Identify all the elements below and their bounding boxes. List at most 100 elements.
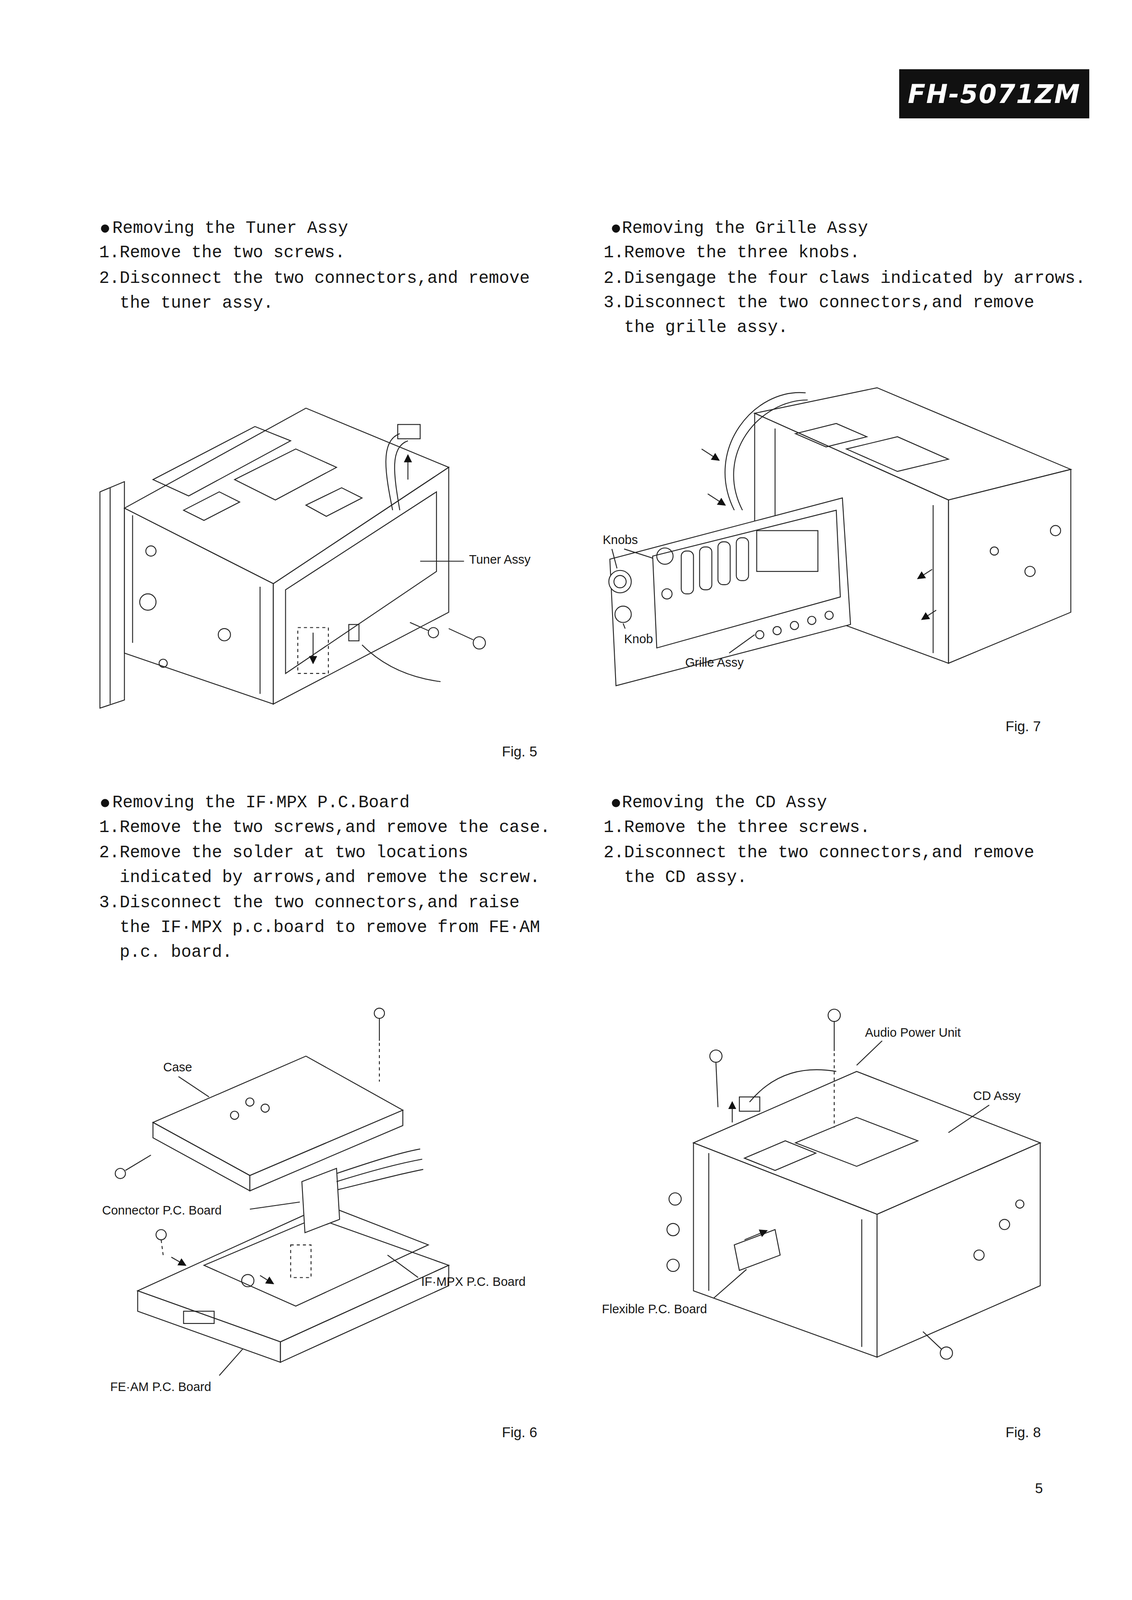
drawing-line — [125, 1154, 152, 1171]
drawing-line — [285, 491, 437, 674]
part-label: Knobs — [602, 532, 638, 547]
instruction-text: 2.Disconnect the two connectors,and remo… — [603, 840, 1051, 890]
drawing-line — [932, 504, 934, 653]
drawing-line — [234, 448, 337, 500]
figure-7 — [608, 387, 1071, 686]
part-label: Tuner Assy — [469, 551, 531, 567]
page-number: 5 — [1035, 1479, 1043, 1496]
drawing-line — [397, 424, 421, 439]
drawing-line — [608, 570, 632, 593]
drawing-line — [394, 440, 408, 511]
instruction-text: Removing the Grille Assy — [621, 216, 869, 241]
drawing-line — [921, 609, 936, 619]
drawing-line — [152, 426, 291, 496]
drawing-line — [701, 448, 720, 461]
instruction-text: 3.Disconnect the two connectors,and remo… — [603, 290, 1051, 341]
drawing-line — [158, 658, 168, 667]
drawing-line — [152, 1122, 250, 1191]
drawing-line — [249, 1201, 300, 1209]
drawing-line — [833, 1020, 835, 1051]
drawing-line — [183, 491, 240, 521]
drawing-line — [923, 1331, 942, 1349]
drawing-line — [773, 626, 782, 635]
instruction-text: Removing the CD Assy — [621, 790, 828, 816]
instruction-text: 1.Remove the two screws. — [99, 240, 346, 266]
drawing-line — [448, 628, 473, 640]
drawing-line — [973, 1249, 985, 1260]
instruction-text: 1.Remove the three screws. — [603, 815, 871, 840]
drawing-line — [230, 1110, 239, 1119]
drawing-line — [846, 436, 949, 472]
drawing-line — [713, 1268, 747, 1298]
drawing-line — [336, 1158, 423, 1182]
drawing-line — [609, 497, 851, 686]
figure-5 — [99, 407, 486, 708]
drawing-line — [736, 537, 749, 581]
drawing-line — [161, 1239, 164, 1255]
drawing-line — [824, 610, 833, 619]
drawing-line — [744, 1140, 816, 1171]
drawing-line — [749, 1069, 837, 1102]
instruction-text: 1.Remove the two screws,and remove the c… — [99, 815, 551, 840]
drawing-line — [990, 546, 999, 555]
drawing-line — [374, 1007, 385, 1018]
figure-number: Fig. 5 — [501, 743, 538, 760]
title-band: FH-5071ZM — [899, 69, 1090, 119]
drawing-line — [145, 545, 156, 556]
drawing-line — [666, 1258, 680, 1271]
drawing-line — [652, 510, 841, 648]
instruction-text: 2.Remove the solder at two locations ind… — [99, 840, 547, 890]
drawing-line — [661, 588, 672, 599]
drawing-line — [708, 1152, 710, 1291]
drawing-line — [178, 1076, 210, 1097]
drawing-line — [613, 575, 627, 588]
drawing-line — [473, 636, 486, 649]
drawing-line — [699, 546, 713, 590]
drawing-line — [387, 1254, 419, 1278]
drawing-line — [99, 481, 125, 708]
drawing-line — [420, 560, 465, 562]
drawing-line — [948, 1104, 989, 1132]
drawing-line — [940, 1346, 953, 1359]
figure-number: Fig. 7 — [1005, 718, 1042, 735]
drawing-line — [124, 507, 274, 704]
drawing-line — [856, 1040, 883, 1065]
drawing-line — [1024, 566, 1036, 577]
drawing-line — [378, 1017, 380, 1041]
drawing-line — [312, 632, 314, 663]
drawing-line — [171, 1256, 186, 1265]
drawing-line — [259, 586, 261, 694]
drawing-line — [668, 1192, 682, 1205]
drawing-line — [1050, 525, 1061, 536]
drawing-line — [611, 224, 620, 233]
drawing-line — [734, 1228, 781, 1270]
drawing-line — [131, 515, 133, 643]
drawing-line — [733, 399, 808, 511]
instruction-text: 1.Remove the three knobs. — [603, 240, 860, 266]
drawing-line — [109, 487, 111, 704]
drawing-line — [917, 568, 933, 578]
part-label: Connector P.C. Board — [102, 1202, 222, 1218]
drawing-line — [155, 1228, 167, 1240]
drawing-line — [305, 487, 362, 517]
drawing-line — [681, 550, 694, 594]
drawing-line — [137, 1290, 281, 1362]
drawing-line — [833, 1052, 835, 1127]
drawing-line — [623, 623, 626, 629]
drawing-line — [715, 1061, 719, 1107]
drawing-line — [241, 1273, 255, 1287]
drawing-line — [624, 548, 653, 558]
part-label: CD Assy — [973, 1088, 1021, 1103]
instruction-text: Removing the Tuner Assy — [112, 216, 349, 241]
part-label: Case — [163, 1059, 193, 1074]
drawing-line — [348, 624, 359, 641]
drawing-line — [219, 1348, 243, 1376]
figure-number: Fig. 8 — [1005, 1423, 1042, 1440]
drawing-line — [795, 423, 867, 447]
drawing-line — [218, 628, 231, 641]
part-label: Knob — [624, 631, 654, 646]
drawing-line — [1015, 1199, 1024, 1208]
drawing-line — [739, 1096, 760, 1111]
drawing-line — [828, 1008, 841, 1021]
drawing-line — [755, 630, 764, 639]
